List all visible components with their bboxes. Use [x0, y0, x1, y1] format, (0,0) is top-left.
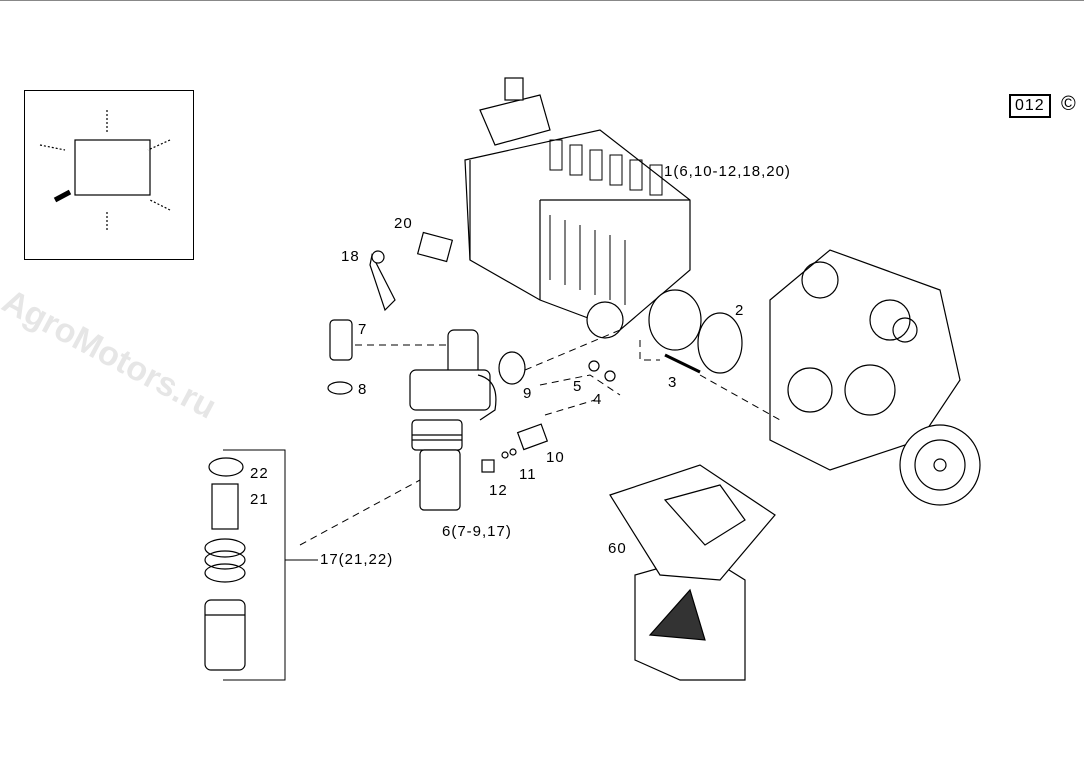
callout-7: 7 — [358, 321, 368, 338]
seal-ring — [697, 312, 743, 374]
page-code: 012 — [1009, 94, 1051, 118]
callout-5: 5 — [573, 378, 583, 395]
nut — [588, 360, 600, 372]
callout-3: 3 — [668, 374, 678, 391]
stud — [664, 353, 701, 374]
callout-1: 1(6,10-12,18,20) — [664, 163, 791, 180]
top-border — [0, 0, 1084, 1]
screw — [481, 459, 495, 473]
callout-20: 20 — [394, 215, 413, 232]
callout-21: 21 — [250, 491, 269, 508]
callout-2: 2 — [735, 302, 745, 319]
lever — [369, 253, 396, 312]
callout-12: 12 — [489, 482, 508, 499]
inset-orientation-view — [39, 110, 171, 230]
o-ring — [498, 351, 526, 385]
callout-10: 10 — [546, 449, 565, 466]
callout-8: 8 — [358, 381, 368, 398]
gasket-kit — [609, 464, 776, 681]
callout-22: 22 — [250, 465, 269, 482]
washer — [327, 381, 353, 395]
callout-6: 6(7-9,17) — [442, 523, 512, 540]
injection-pump — [464, 77, 702, 351]
inset-frame — [24, 90, 194, 260]
callout-18: 18 — [341, 248, 360, 265]
copyright-symbol: © — [1061, 93, 1076, 115]
engine-block — [769, 249, 981, 506]
bracket — [516, 423, 549, 451]
washer — [604, 370, 616, 382]
callout-60: 60 — [608, 540, 627, 557]
callout-17: 17(21,22) — [320, 551, 394, 568]
leader-lines — [299, 329, 781, 546]
callout-9: 9 — [523, 385, 533, 402]
filter-cap — [329, 319, 353, 361]
bracket — [416, 231, 454, 263]
callout-4: 4 — [593, 391, 603, 408]
filter-parts — [204, 449, 318, 681]
callout-11: 11 — [519, 466, 537, 483]
fuel-pump-assembly — [409, 329, 497, 511]
